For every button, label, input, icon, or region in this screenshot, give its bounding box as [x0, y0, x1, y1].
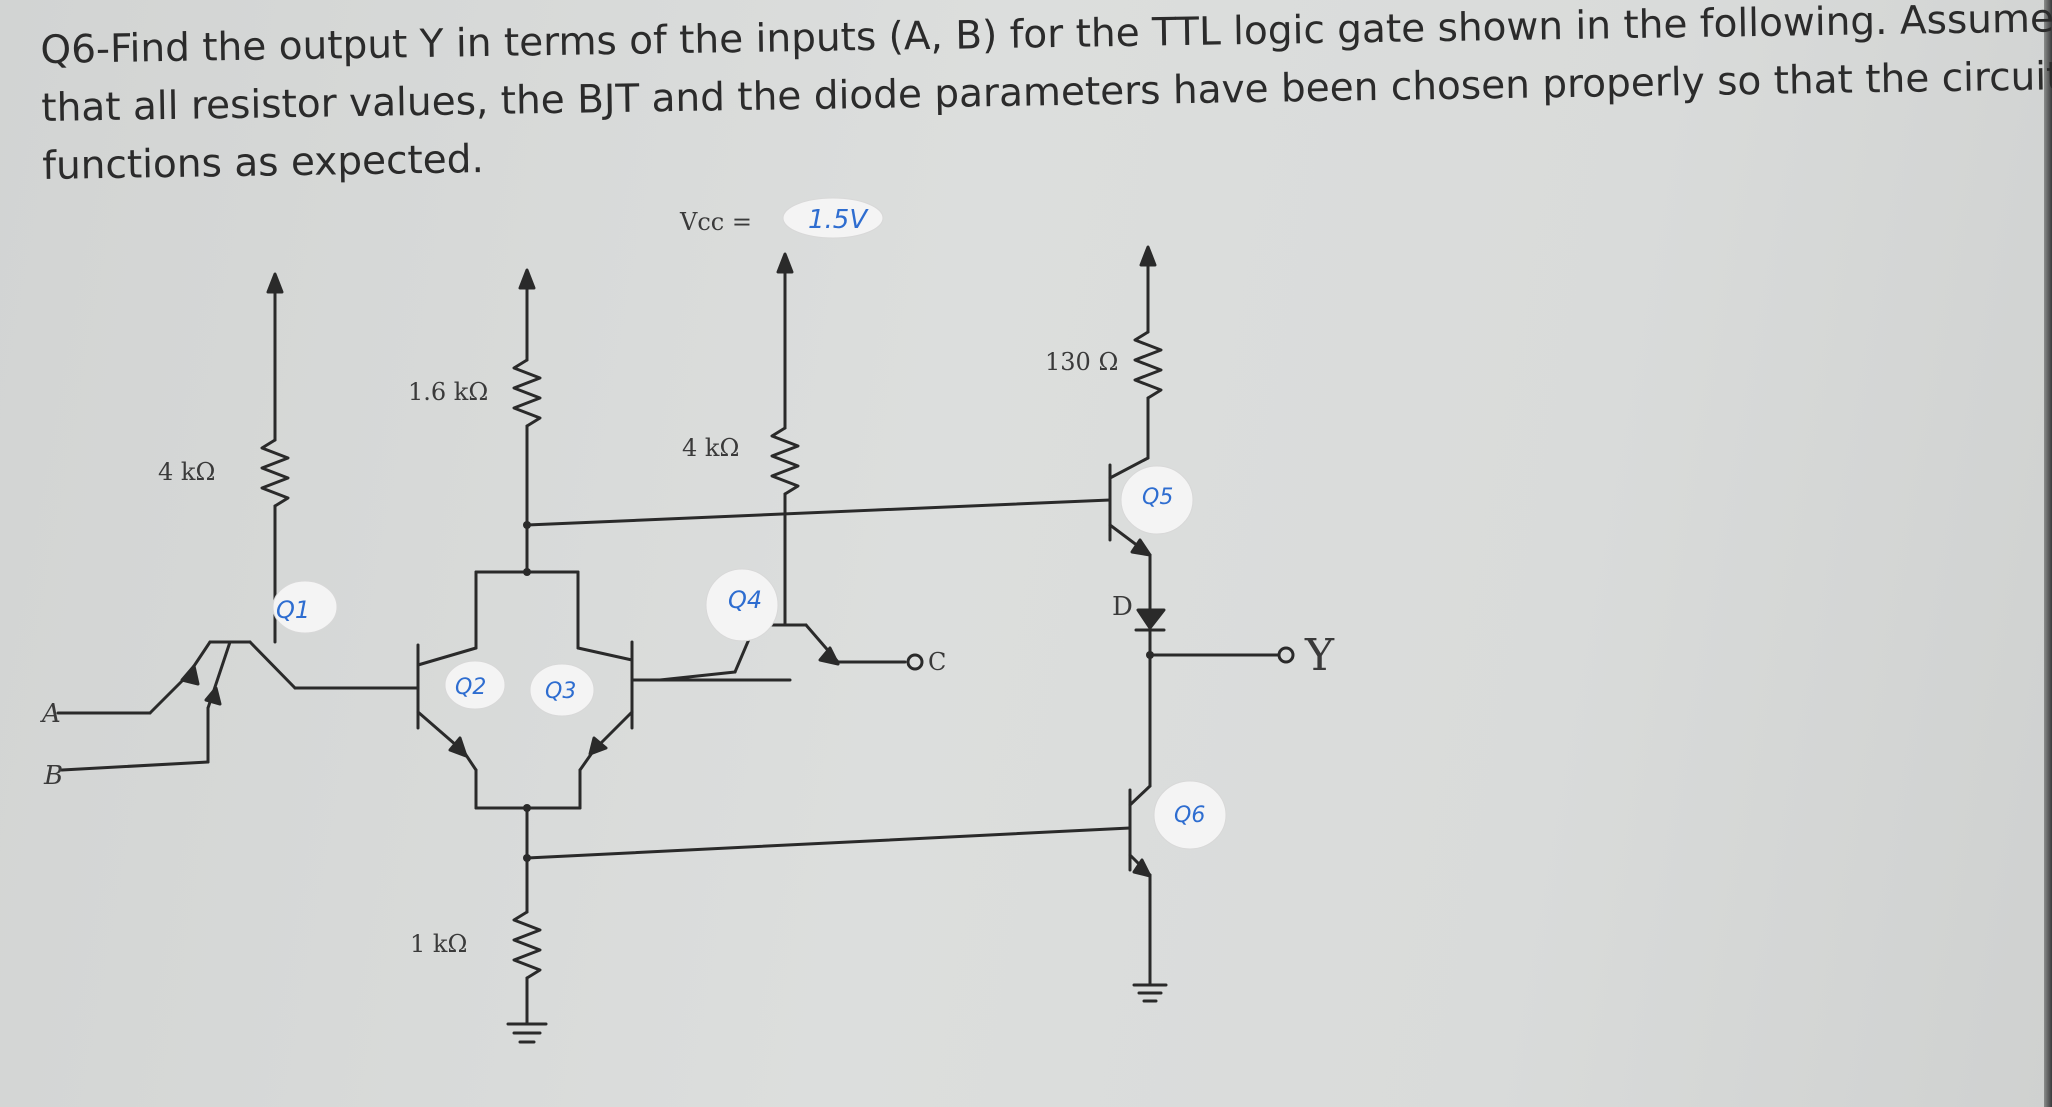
junction-dots — [523, 521, 1154, 862]
r3-label: 4 kΩ — [682, 434, 739, 462]
q5-emitter-arrow — [1130, 538, 1152, 557]
resistor-r3 — [770, 260, 800, 627]
resistor-r4 — [1133, 253, 1163, 460]
supply-label: Vcc = — [679, 208, 752, 236]
q1-emitter-arrow-1 — [180, 664, 200, 686]
resistor-r5 — [512, 910, 542, 1026]
q1-emitter-arrow-2 — [204, 686, 222, 706]
ground-symbol-2 — [1132, 983, 1168, 1003]
q6-label: Q6 — [1174, 803, 1205, 828]
q2-label: Q2 — [455, 675, 486, 700]
output-label: Y — [1304, 630, 1335, 681]
input-c-label: C — [928, 648, 946, 676]
q4-emitter-arrow — [818, 646, 840, 666]
q1-label: Q1 — [276, 596, 310, 624]
scribble-marks — [272, 197, 1227, 850]
transistor-q1 — [56, 640, 397, 772]
transistor-q5 — [1108, 456, 1152, 597]
ground-symbol-1 — [506, 1022, 548, 1044]
transistor-q4 — [658, 623, 907, 682]
supply-arrow-4 — [1139, 245, 1157, 267]
input-a-label: A — [40, 699, 61, 729]
input-c-terminal — [906, 653, 924, 671]
q4-label: Q4 — [728, 586, 762, 614]
r2-label: 1.6 kΩ — [408, 378, 488, 406]
r1-label: 4 kΩ — [158, 458, 215, 486]
wire-to-q6-base — [525, 826, 1132, 860]
r4-label: 130 Ω — [1045, 348, 1118, 376]
q3-label: Q3 — [545, 679, 576, 704]
q6-emitter-arrow — [1132, 858, 1152, 878]
resistor-r1 — [260, 278, 290, 644]
q3-emitter-arrow — [588, 736, 608, 756]
diode-label: D — [1112, 592, 1133, 622]
output-terminal — [1277, 646, 1295, 664]
input-b-label: B — [43, 761, 63, 791]
supply-arrow-1 — [266, 272, 284, 294]
q2-emitter-arrow — [448, 736, 468, 758]
supply-arrow-3 — [776, 252, 794, 274]
wire-to-q5-base — [525, 498, 1112, 527]
resistor-r2 — [512, 276, 542, 574]
frame-edge — [2044, 0, 2052, 1107]
r5-label: 1 kΩ — [410, 930, 467, 958]
transistor-q3 — [576, 640, 792, 810]
supply-note: 1.5V — [808, 205, 869, 235]
transistor-q6 — [1128, 784, 1152, 987]
diode-d — [1134, 593, 1166, 788]
supply-arrow-2 — [518, 268, 536, 290]
q5-label: Q5 — [1142, 485, 1173, 510]
